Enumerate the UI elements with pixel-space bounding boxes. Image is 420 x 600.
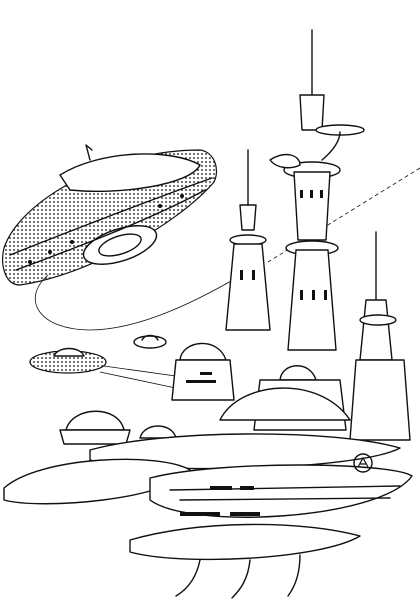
slim-spire-left [225, 149, 271, 331]
flight-path-swoosh [34, 269, 251, 331]
artist-monogram-icon [353, 453, 373, 473]
large-flying-saucer [2, 144, 218, 286]
window-details [180, 190, 327, 516]
spire-far-right [349, 231, 411, 441]
small-flying-saucer [29, 347, 191, 391]
tiny-flying-saucer [133, 334, 167, 349]
lower-hull-platforms [3, 433, 413, 599]
tall-tower-right [269, 29, 365, 351]
